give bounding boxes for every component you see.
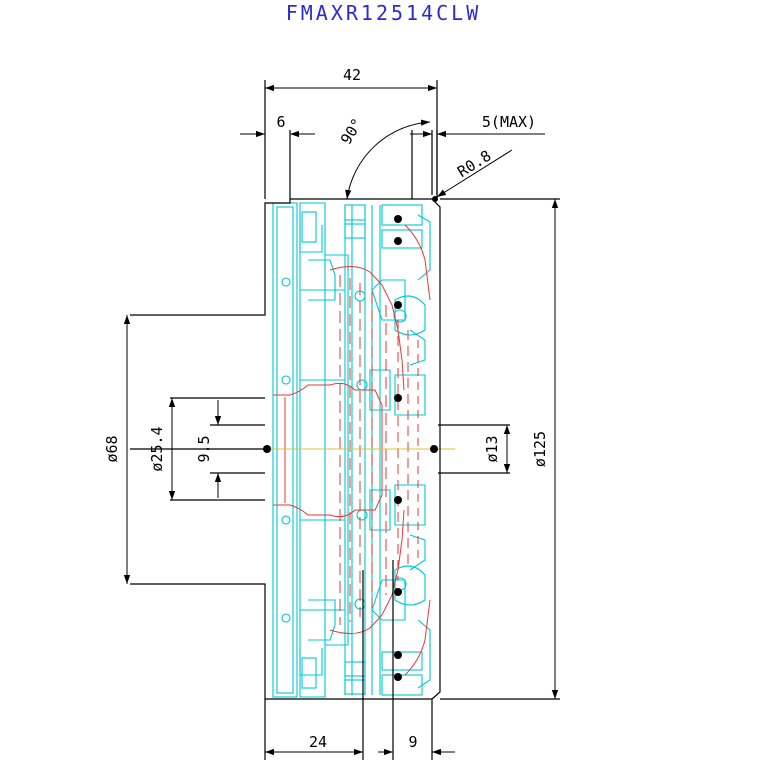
dim-body-offset: 24 (309, 733, 327, 751)
dim-overall-width: 42 (343, 66, 361, 84)
dim-insert-width: 9 (408, 733, 417, 751)
drawing-title: FMAXR12514CLW (285, 1, 482, 25)
dimension-lines (123, 84, 559, 756)
dim-hub-diameter: ø68 (103, 435, 121, 462)
dim-bore-diameter: ø25.4 (148, 426, 166, 471)
dim-flange: 6 (276, 113, 285, 131)
dim-angle: 90° (337, 115, 367, 148)
dim-keyway: 9.5 (195, 435, 213, 462)
hidden-lines (273, 224, 431, 676)
dim-inner-bore: ø13 (483, 435, 501, 462)
insert-screws (263, 196, 438, 681)
cutter-body (272, 202, 431, 698)
dim-cutter-diameter: ø125 (531, 431, 549, 467)
dim-corner-radius: R0.8 (454, 147, 494, 181)
dim-depth-max: 5(MAX) (482, 113, 536, 131)
